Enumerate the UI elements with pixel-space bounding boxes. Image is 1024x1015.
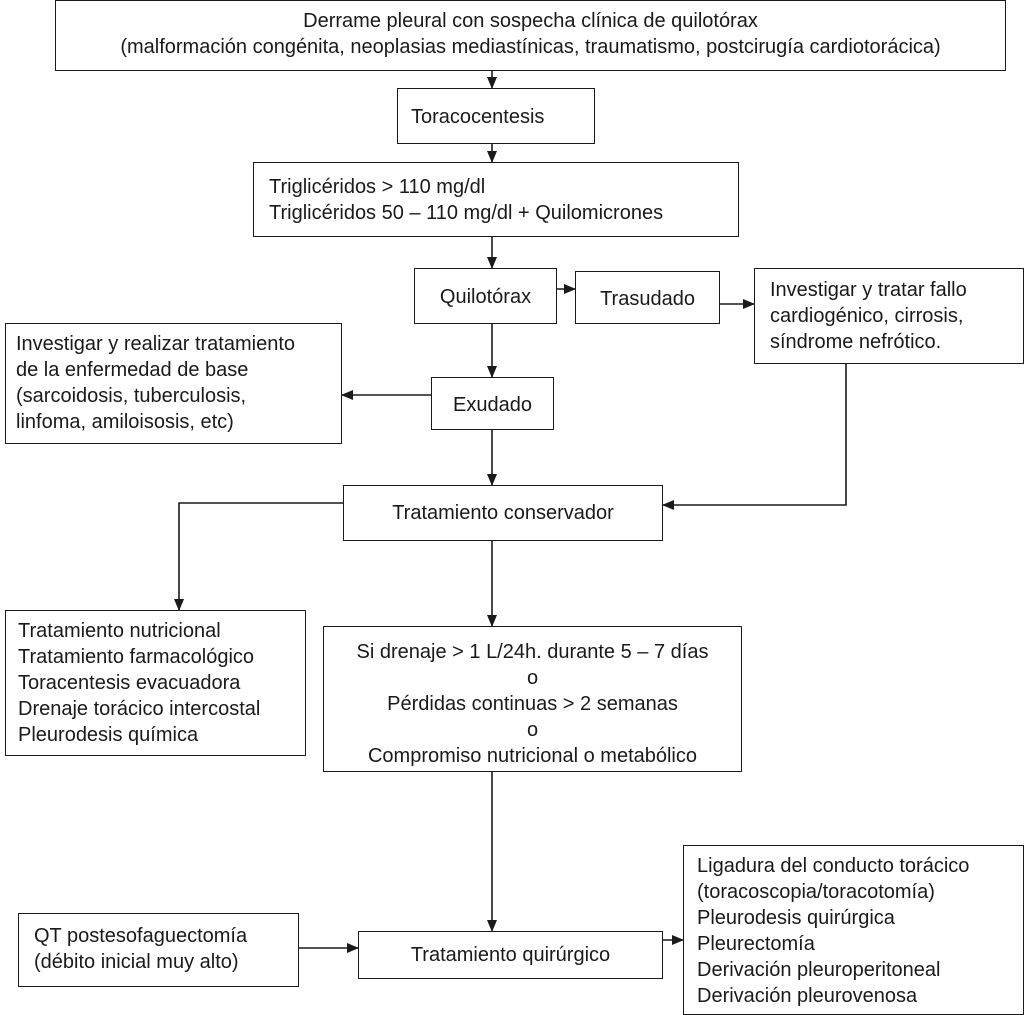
node-text-line: Ligadura del conducto torácico [697,855,970,877]
node-text-line: (sarcoidosis, tuberculosis, [16,385,247,407]
node-text-line: Derivación pleurovenosa [697,985,918,1007]
node-text-line: QT postesofaguectomía [34,925,248,947]
node-opciones-quirurgicas: Ligadura del conducto torácico (toracosc… [683,845,1024,1015]
node-text-line: Pérdidas continuas > 2 semanas [387,693,678,715]
node-text-line: Quilotórax [439,286,532,308]
node-text-line: Tratamiento conservador [392,502,614,524]
node-text-line: (débito inicial muy alto) [34,951,239,973]
node-toracocentesis: Toracocentesis [397,88,595,144]
node-text-line: o [526,667,539,689]
node-enfermedad-base: Investigar y realizar tratamiento de la … [5,323,342,444]
node-text-line: linfoma, amiloisosis, etc) [16,411,234,433]
node-lista-conservador: Tratamiento nutricional Tratamiento farm… [5,610,306,756]
node-text-line: cardiogénico, cirrosis, [770,305,964,327]
node-tratamiento-quirurgico: Tratamiento quirúrgico [358,931,663,979]
edge-conservador-to-lista [174,502,343,611]
node-text-line: Toracentesis evacuadora [18,672,241,694]
node-text-line: Tratamiento farmacológico [18,646,255,668]
node-text-line: Drenaje torácico intercostal [18,698,261,720]
edge-fallo-to-conservador [662,364,847,510]
node-exudado: Exudado [431,377,554,430]
node-text-line: (malformación congénita, neoplasias medi… [120,36,941,58]
node-qt-postesofaguectomia: QT postesofaguectomía (débito inicial mu… [18,913,299,987]
node-text-line: Trasudado [600,288,695,310]
node-text-line: Tratamiento quirúrgico [410,944,611,966]
node-text-line: Derivación pleuroperitoneal [697,959,941,981]
node-text-line: síndrome nefrótico. [770,331,942,353]
node-trasudado: Trasudado [575,271,720,324]
node-text-line: Triglicéridos > 110 mg/dl [269,176,486,198]
node-text-line: Pleurodesis quirúrgica [697,907,895,929]
node-text-line: Compromiso nutricional o metabólico [367,745,698,767]
node-text-line: Triglicéridos 50 – 110 mg/dl + Quilomicr… [269,202,664,224]
node-text-line: Pleurodesis química [18,724,199,746]
node-text-line: de la enfermedad de base [16,359,249,381]
node-text-line: Exudado [453,394,532,416]
node-text-line: Pleurectomía [697,933,815,955]
node-text-line: o [526,719,539,741]
node-fallo-cardiogenico: Investigar y tratar fallo cardiogénico, … [754,268,1024,364]
node-text-line: Toracocentesis [411,106,545,128]
node-text-line: Si drenaje > 1 L/24h. durante 5 – 7 días [356,641,709,663]
node-text-line: Investigar y realizar tratamiento [16,333,296,355]
node-text-line: (toracoscopia/toracotomía) [697,881,935,903]
node-text-line: Derrame pleural con sospecha clínica de … [303,10,758,32]
node-trigliceridos: Triglicéridos > 110 mg/dl Triglicéridos … [253,162,739,237]
node-text-line: Tratamiento nutricional [18,620,221,642]
node-condiciones-cirugia: Si drenaje > 1 L/24h. durante 5 – 7 días… [323,626,742,772]
node-text-line: Investigar y tratar fallo [770,279,967,301]
node-derrame-pleural: Derrame pleural con sospecha clínica de … [55,0,1006,71]
node-quilotorax: Quilotórax [414,268,557,324]
node-tratamiento-conservador: Tratamiento conservador [343,485,663,541]
